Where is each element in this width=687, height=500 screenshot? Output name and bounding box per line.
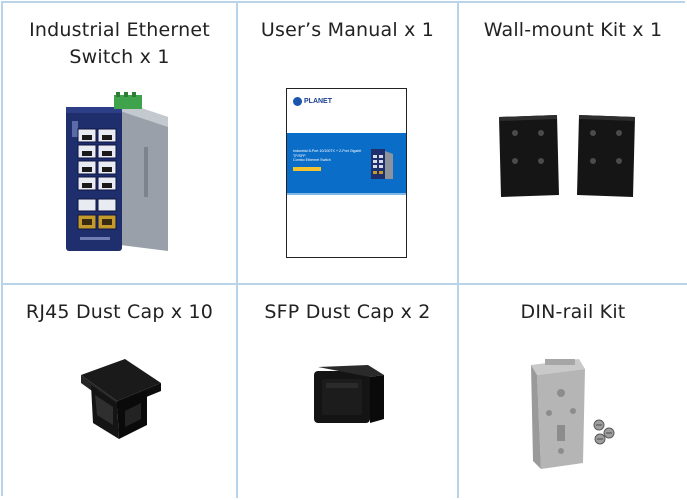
item-cell-rj45-cap: RJ45 Dust Cap x 10: [3, 285, 238, 498]
industrial-switch-image: [66, 92, 168, 251]
rj45-dust-cap-image: [81, 359, 161, 439]
din-rail-bracket: [531, 359, 585, 469]
wall-mount-bracket-right: [577, 115, 635, 197]
item-label-sfp-cap: SFP Dust Cap x 2: [264, 301, 431, 323]
item-cell-switch: Industrial Ethernet Switch x 1: [3, 3, 238, 285]
item-label-wallmount: Wall-mount Kit x 1: [483, 19, 663, 41]
item-label-rj45-cap: RJ45 Dust Cap x 10: [25, 301, 214, 323]
manual-cover-band: Industrial 8-Port 10/100TX + 2-Port Giga…: [287, 133, 406, 193]
item-cell-sfp-cap: SFP Dust Cap x 2: [238, 285, 459, 498]
item-label-dinrail: DIN-rail Kit: [520, 301, 626, 323]
wall-mount-bracket-left: [499, 115, 559, 197]
planet-logo: PLANET: [293, 97, 332, 106]
din-rail-kit-image: [531, 359, 615, 469]
item-cell-manual: User’s Manual x 1 PLANET Industrial 8-Po…: [238, 3, 459, 285]
planet-brand-text: PLANET: [304, 98, 332, 105]
manual-cover-switch-photo: [371, 149, 393, 179]
item-cell-dinrail: DIN-rail Kit: [459, 285, 687, 498]
din-rail-screws: [593, 419, 615, 445]
item-label-switch: Industrial Ethernet Switch x 1: [29, 19, 210, 68]
item-cell-wallmount: Wall-mount Kit x 1: [459, 3, 687, 285]
planet-logo-icon: [293, 97, 302, 106]
manual-cover-line: [287, 193, 406, 195]
manual-cover-model-tag: [293, 167, 321, 171]
item-label-manual: User’s Manual x 1: [260, 19, 435, 41]
manual-cover-title: Industrial 8-Port 10/100TX + 2-Port Giga…: [293, 149, 362, 162]
wall-mount-kit-image: [499, 115, 635, 197]
users-manual-image: PLANET Industrial 8-Port 10/100TX + 2-Po…: [286, 88, 407, 258]
sfp-dust-cap-image: [314, 365, 384, 423]
